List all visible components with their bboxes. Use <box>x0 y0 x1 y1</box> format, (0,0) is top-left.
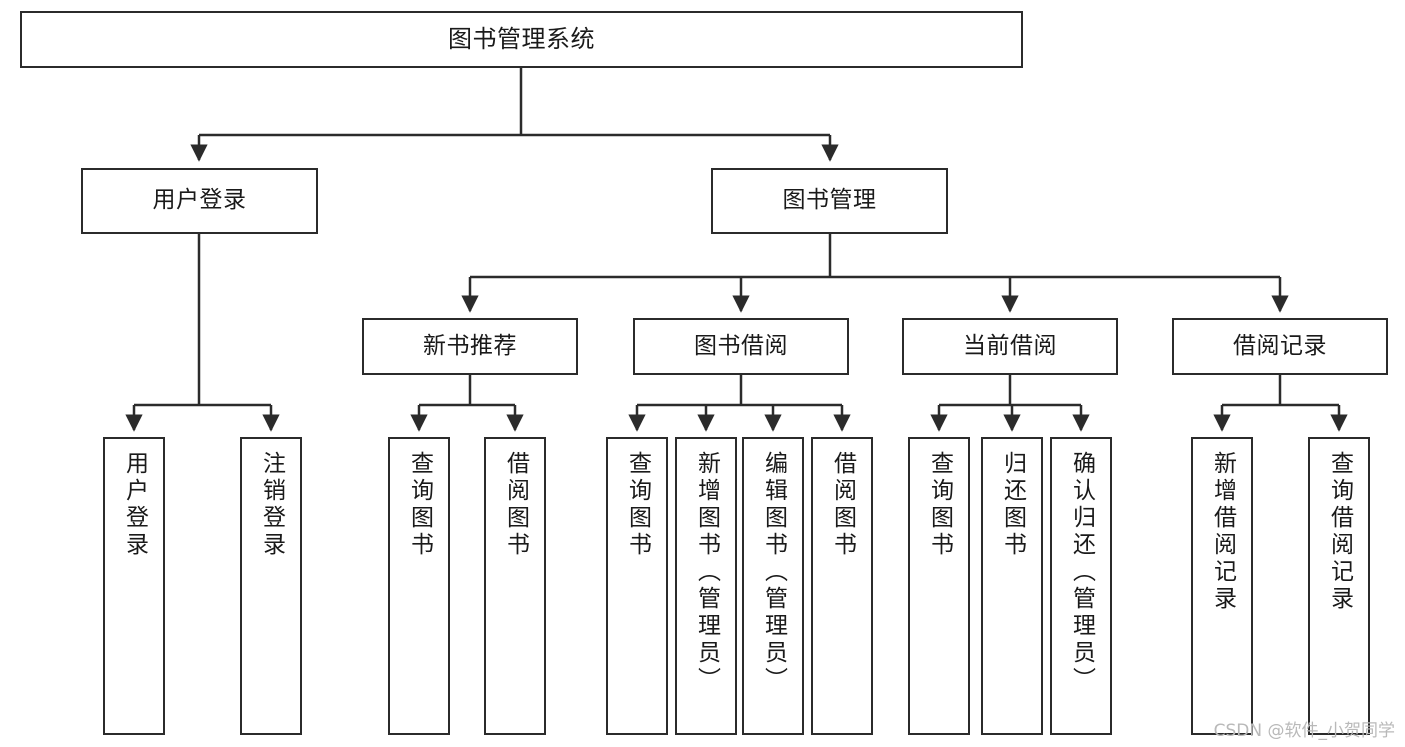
leaf-node[interactable]: 借阅图书 <box>484 437 546 735</box>
leaf-node[interactable]: 查询图书 <box>908 437 970 735</box>
leaf-node[interactable]: 查询借阅记录 <box>1308 437 1370 735</box>
leaf-node-label: 用户登录 <box>121 451 148 559</box>
leaf-node-label: 查询图书 <box>926 451 953 559</box>
leaf-node-label: 归还图书 <box>999 451 1026 559</box>
node-new-book-recommend[interactable]: 新书推荐 <box>362 318 578 375</box>
leaf-node[interactable]: 归还图书 <box>981 437 1043 735</box>
leaf-node[interactable]: 确认归还（管理员） <box>1050 437 1112 735</box>
leaf-node[interactable]: 注销登录 <box>240 437 302 735</box>
node-book-management-label: 图书管理 <box>782 187 877 214</box>
node-book-borrow[interactable]: 图书借阅 <box>633 318 849 375</box>
node-root-label: 图书管理系统 <box>448 25 595 54</box>
node-root[interactable]: 图书管理系统 <box>20 11 1023 68</box>
leaf-node-label: 借阅图书 <box>502 451 529 559</box>
leaf-node-label: 新增借阅记录 <box>1209 451 1236 613</box>
leaf-node-label: 查询图书 <box>406 451 433 559</box>
node-current-borrow-label: 当前借阅 <box>963 332 1057 359</box>
leaf-node[interactable]: 新增图书（管理员） <box>675 437 737 735</box>
leaf-node[interactable]: 用户登录 <box>103 437 165 735</box>
node-user-login-label: 用户登录 <box>152 187 247 214</box>
leaf-node-label: 注销登录 <box>258 451 285 559</box>
leaf-node[interactable]: 查询图书 <box>388 437 450 735</box>
leaf-node-label: 新增图书（管理员） <box>693 451 720 694</box>
leaf-node-label: 借阅图书 <box>829 451 856 559</box>
node-borrow-record[interactable]: 借阅记录 <box>1172 318 1388 375</box>
leaf-node[interactable]: 编辑图书（管理员） <box>742 437 804 735</box>
leaf-node[interactable]: 查询图书 <box>606 437 668 735</box>
node-book-management[interactable]: 图书管理 <box>711 168 948 234</box>
leaf-node-label: 编辑图书（管理员） <box>760 451 787 694</box>
leaf-node-label: 查询借阅记录 <box>1326 451 1353 613</box>
leaf-node-label: 确认归还（管理员） <box>1068 451 1095 694</box>
leaf-node[interactable]: 借阅图书 <box>811 437 873 735</box>
leaf-node[interactable]: 新增借阅记录 <box>1191 437 1253 735</box>
node-book-borrow-label: 图书借阅 <box>694 332 788 359</box>
node-current-borrow[interactable]: 当前借阅 <box>902 318 1118 375</box>
leaf-node-label: 查询图书 <box>624 451 651 559</box>
node-user-login[interactable]: 用户登录 <box>81 168 318 234</box>
node-new-book-recommend-label: 新书推荐 <box>423 332 517 359</box>
node-borrow-record-label: 借阅记录 <box>1233 332 1327 359</box>
